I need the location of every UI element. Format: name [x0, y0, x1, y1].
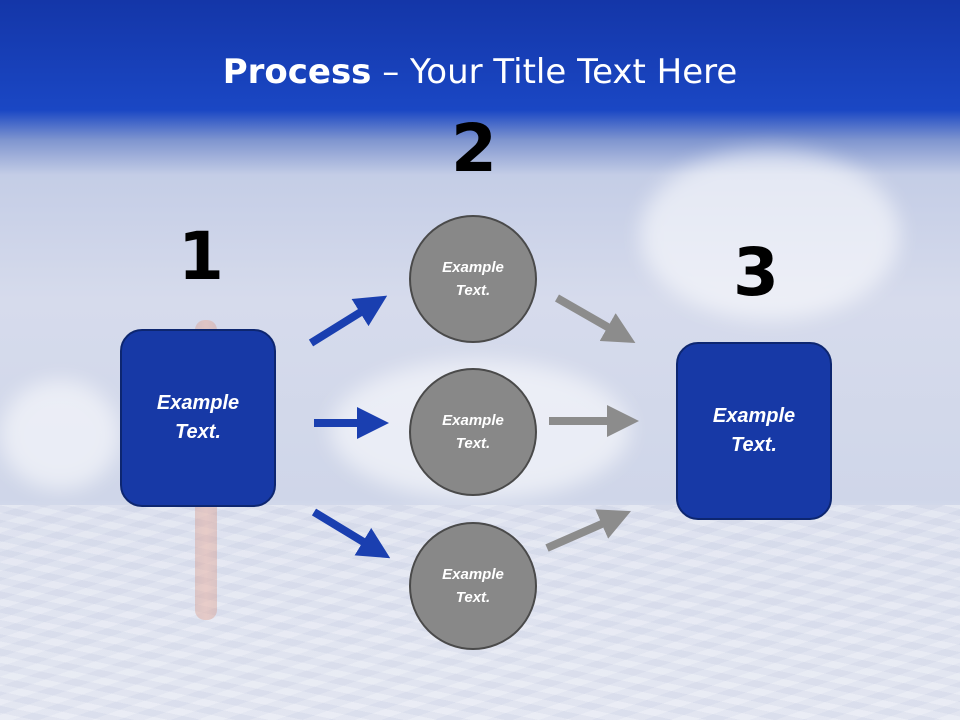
circle-middle-text: Example Text. — [442, 412, 504, 452]
circle-top: Example Text. — [409, 215, 537, 343]
arrow-up-right-blue — [308, 295, 388, 347]
arrow-down-right-blue — [311, 508, 391, 559]
title-bold: Process — [222, 52, 372, 92]
step-number-2: 2 — [451, 110, 497, 187]
background-cloud — [0, 380, 120, 490]
background-cloud — [640, 150, 900, 320]
title-rest: – Your Title Text Here — [371, 52, 738, 92]
arrow-up-right-gray — [545, 509, 631, 552]
circle-bottom: Example Text. — [409, 522, 537, 650]
left-box-text: Example Text. — [156, 392, 240, 443]
right-box: Example Text. — [676, 342, 832, 520]
step-number-1: 1 — [178, 218, 224, 295]
arrow-down-right-gray — [555, 294, 636, 343]
circle-top-text: Example Text. — [442, 259, 504, 299]
left-box: Example Text. — [120, 329, 276, 507]
circle-middle: Example Text. — [409, 368, 537, 496]
right-box-text: Example Text. — [712, 405, 796, 456]
step-number-3: 3 — [733, 234, 779, 311]
circle-bottom-text: Example Text. — [442, 566, 504, 606]
slide-title: Process – Your Title Text Here — [0, 52, 960, 92]
